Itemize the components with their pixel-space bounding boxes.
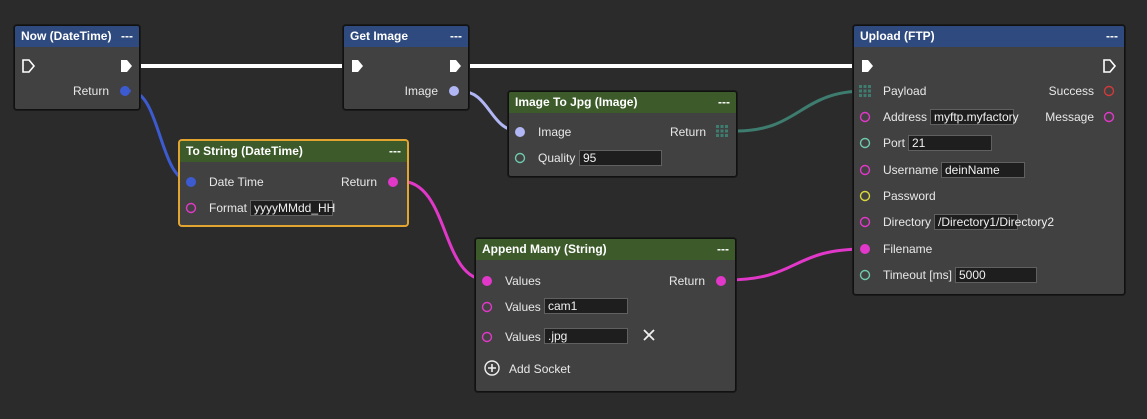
directory-label: Directory	[883, 215, 932, 229]
node-menu-button[interactable]: ---	[389, 144, 401, 158]
string-in-socket-icon[interactable]	[481, 301, 493, 313]
return-label: Return	[668, 274, 705, 288]
bytes-out-socket-icon[interactable]	[716, 125, 728, 137]
address-input[interactable]: myftp.myfactory	[930, 109, 1019, 125]
values-label: Values	[505, 274, 541, 288]
values-label: Values	[505, 300, 541, 314]
string-in-socket-icon[interactable]	[859, 111, 871, 123]
node-header[interactable]: Upload (FTP) ---	[854, 26, 1124, 47]
password-label: Password	[883, 189, 936, 203]
bool-out-socket-icon[interactable]	[1103, 85, 1115, 97]
password-in-socket-icon[interactable]	[859, 190, 871, 202]
node-title: Get Image	[350, 29, 409, 43]
node-image-to-jpg[interactable]: Image To Jpg (Image) --- Image Return Qu…	[508, 91, 737, 177]
quality-label: Quality	[538, 151, 576, 165]
string-out-socket-icon[interactable]	[1103, 111, 1115, 123]
bytes-in-socket-icon[interactable]	[859, 85, 871, 97]
date-time-label: Date Time	[209, 175, 264, 189]
values-input-2[interactable]: .jpg	[544, 328, 628, 344]
node-header[interactable]: To String (DateTime) ---	[180, 141, 407, 162]
node-menu-button[interactable]: ---	[450, 29, 462, 43]
datetime-in-socket-icon[interactable]	[185, 176, 197, 188]
directory-input[interactable]: /Directory1/Directory2	[934, 214, 1054, 230]
format-input[interactable]: yyyyMMdd_HH	[250, 200, 335, 216]
node-menu-button[interactable]: ---	[718, 95, 730, 109]
return-label: Return	[72, 84, 109, 98]
image-label: Image	[404, 84, 438, 98]
node-title: Upload (FTP)	[860, 29, 935, 43]
add-socket-button[interactable]: Add Socket	[509, 362, 571, 376]
address-label: Address	[883, 110, 928, 124]
string-in-socket-icon[interactable]	[859, 243, 871, 255]
datetime-out-socket-icon[interactable]	[119, 85, 131, 97]
wire-append-upload	[725, 247, 866, 282]
exec-in-icon[interactable]	[860, 59, 874, 73]
string-in-socket-icon[interactable]	[859, 216, 871, 228]
exec-out-icon[interactable]	[119, 59, 133, 73]
payload-label: Payload	[883, 84, 927, 98]
number-in-socket-icon[interactable]	[859, 137, 871, 149]
node-append-many[interactable]: Append Many (String) --- Values Return V…	[475, 238, 736, 392]
node-title: Append Many (String)	[482, 242, 607, 256]
add-socket-icon[interactable]	[484, 360, 500, 376]
success-label: Success	[1048, 84, 1094, 98]
filename-label: Filename	[883, 242, 933, 256]
node-title: Image To Jpg (Image)	[515, 95, 638, 109]
port-input[interactable]: 21	[908, 135, 992, 151]
format-label: Format	[209, 201, 248, 215]
node-header[interactable]: Image To Jpg (Image) ---	[509, 92, 736, 113]
string-out-socket-icon[interactable]	[387, 176, 399, 188]
message-label: Message	[1045, 110, 1094, 124]
timeout-label: Timeout [ms]	[883, 268, 952, 282]
exec-out-icon[interactable]	[1102, 59, 1117, 73]
node-get-image[interactable]: Get Image --- Image	[343, 25, 469, 110]
remove-socket-icon[interactable]	[642, 328, 656, 342]
node-to-string-datetime[interactable]: To String (DateTime) --- Date Time Retur…	[179, 140, 408, 226]
node-now-datetime[interactable]: Now (DateTime) --- Return	[14, 25, 140, 110]
wire-tostring-append	[399, 179, 488, 282]
exec-out-icon[interactable]	[448, 59, 462, 73]
string-in-socket-icon[interactable]	[481, 275, 493, 287]
username-label: Username	[883, 163, 939, 177]
port-label: Port	[883, 136, 906, 150]
image-out-socket-icon[interactable]	[448, 85, 460, 97]
node-header[interactable]: Now (DateTime) ---	[15, 26, 139, 47]
string-in-socket-icon[interactable]	[859, 164, 871, 176]
exec-in-icon[interactable]	[21, 59, 36, 73]
timeout-input[interactable]: 5000	[955, 267, 1037, 283]
values-input-1[interactable]: cam1	[544, 298, 628, 314]
values-label: Values	[505, 330, 541, 344]
node-title: Now (DateTime)	[21, 29, 112, 43]
image-in-socket-icon[interactable]	[514, 126, 526, 138]
node-header[interactable]: Get Image ---	[344, 26, 468, 47]
node-menu-button[interactable]: ---	[121, 29, 133, 43]
image-label: Image	[538, 125, 572, 139]
node-header[interactable]: Append Many (String) ---	[476, 239, 735, 260]
node-title: To String (DateTime)	[186, 144, 303, 158]
return-label: Return	[669, 125, 706, 139]
quality-input[interactable]: 95	[579, 150, 662, 166]
return-label: Return	[340, 175, 377, 189]
string-in-socket-icon[interactable]	[185, 202, 197, 214]
node-upload-ftp[interactable]: Upload (FTP) --- Payload Success Address…	[853, 25, 1125, 295]
string-out-socket-icon[interactable]	[715, 275, 727, 287]
number-in-socket-icon[interactable]	[859, 269, 871, 281]
username-input[interactable]: deinName	[941, 162, 1025, 178]
exec-in-icon[interactable]	[350, 59, 364, 73]
string-in-socket-icon[interactable]	[481, 331, 493, 343]
node-menu-button[interactable]: ---	[1106, 29, 1118, 43]
node-menu-button[interactable]: ---	[717, 242, 729, 256]
wire-imagetojpg-upload	[735, 89, 866, 133]
number-in-socket-icon[interactable]	[514, 152, 526, 164]
